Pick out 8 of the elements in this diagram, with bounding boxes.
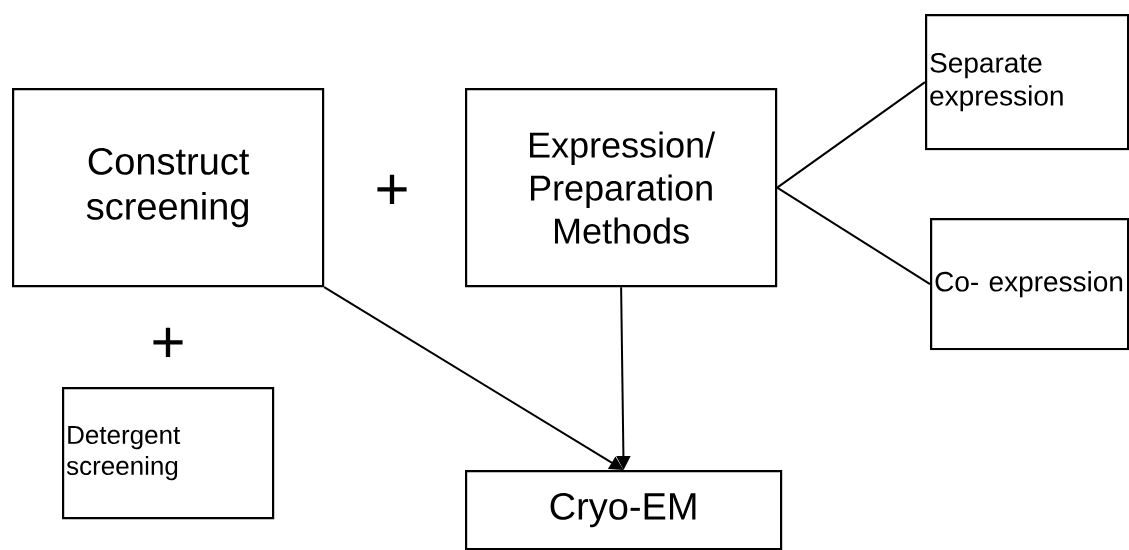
plus-sign: +	[377, 174, 407, 205]
process-box: Co- expression	[930, 218, 1129, 351]
process-box: Construct screening	[12, 88, 325, 288]
process-box: Expression/ Preparation Methods	[465, 88, 778, 288]
plus-sign: +	[153, 327, 183, 358]
process-box: Cryo-EM	[465, 470, 783, 550]
process-box: Separate expression	[925, 14, 1129, 151]
process-box: Detergent screening	[62, 387, 275, 520]
